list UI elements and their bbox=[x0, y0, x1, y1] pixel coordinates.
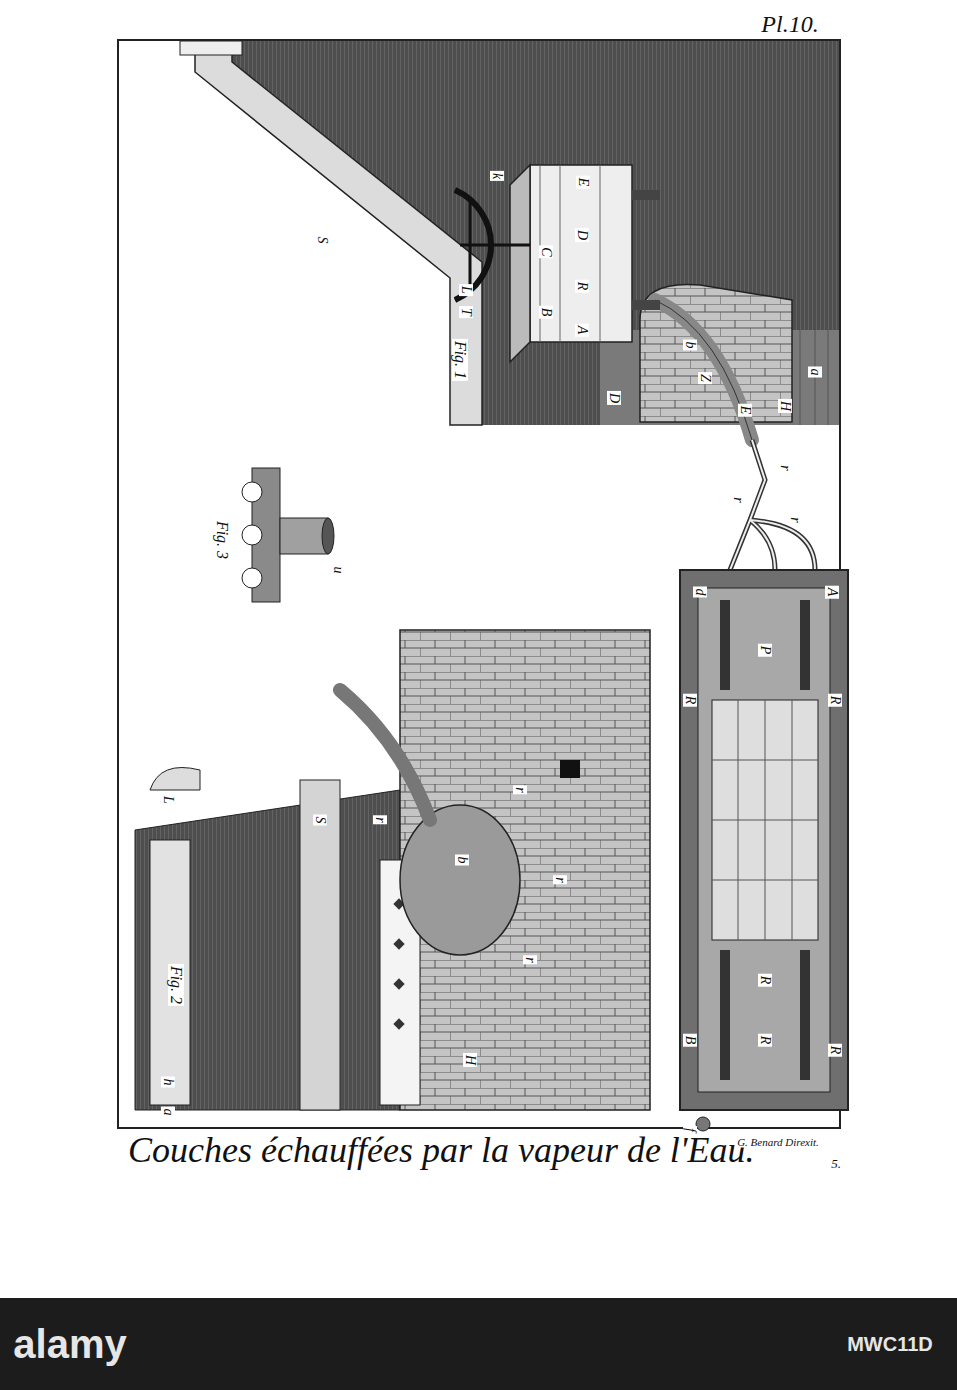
callout-letter: L bbox=[459, 284, 473, 296]
callout-letter: r bbox=[778, 463, 792, 472]
callout-letter: A bbox=[825, 586, 839, 599]
callout-letter: r bbox=[553, 875, 567, 884]
callout-letter: S bbox=[313, 815, 327, 826]
callout-letter: A bbox=[575, 324, 589, 337]
boiler bbox=[400, 805, 520, 955]
callout-letter: r bbox=[788, 515, 802, 524]
callout-letter: Fig. 2 bbox=[168, 964, 184, 1006]
callout-letter: B bbox=[683, 1034, 697, 1047]
chimney-cap bbox=[180, 41, 242, 55]
callout-letter: R bbox=[575, 280, 589, 293]
flue bbox=[195, 41, 482, 425]
plate-title: Couches échauffées par la vapeur de l'Ea… bbox=[128, 1131, 755, 1171]
gear bbox=[455, 190, 530, 300]
callout-letter: D bbox=[575, 228, 589, 242]
callout-letter: b bbox=[455, 855, 469, 866]
watermark: alamy bbox=[11, 1324, 128, 1364]
watermark: MWC11D bbox=[845, 1334, 935, 1354]
callout-letter: r bbox=[513, 785, 527, 794]
callout-letter: H bbox=[778, 399, 792, 413]
callout-letter: R bbox=[828, 1044, 842, 1057]
callout-letter: R bbox=[683, 694, 697, 707]
pipe-joint bbox=[242, 468, 334, 602]
glazing bbox=[712, 700, 818, 940]
callout-letter: h bbox=[161, 1077, 175, 1088]
trough bbox=[530, 165, 632, 342]
callout-letter: Fig. 3 bbox=[214, 519, 230, 561]
steam-pipes bbox=[730, 440, 815, 570]
callout-letter: a bbox=[161, 1107, 175, 1118]
callout-letter: R bbox=[758, 1034, 772, 1047]
callout-letter: a bbox=[808, 367, 822, 378]
callout-letter: r bbox=[731, 495, 745, 504]
callout-letter: b bbox=[683, 340, 697, 351]
plate-note: Pl.10. bbox=[759, 12, 820, 36]
hotbed-frame bbox=[680, 570, 848, 1110]
callout-letter: L bbox=[161, 794, 175, 806]
callout-letter: T bbox=[459, 306, 473, 318]
callout-letter: d bbox=[693, 587, 707, 598]
callout-letter: k bbox=[490, 171, 504, 181]
callout-letter: R bbox=[758, 974, 772, 987]
callout-letter: Z bbox=[698, 372, 712, 384]
callout-letter: S bbox=[315, 235, 329, 246]
callout-letter: r bbox=[523, 955, 537, 964]
callout-letter: u bbox=[331, 565, 345, 576]
plate-note: 5. bbox=[829, 1157, 843, 1170]
spout bbox=[655, 300, 752, 440]
callout-letter: B bbox=[539, 306, 553, 319]
callout-letter: E bbox=[738, 404, 752, 417]
callout-letter: D bbox=[607, 391, 621, 405]
callout-letter: E bbox=[576, 176, 590, 189]
wall bbox=[232, 41, 839, 425]
callout-letter: R bbox=[828, 694, 842, 707]
plate-note: G. Benard Direxit. bbox=[735, 1137, 821, 1148]
callout-letter: H bbox=[463, 1053, 477, 1067]
callout-letter: C bbox=[539, 245, 553, 258]
callout-letter: f bbox=[683, 1126, 697, 1134]
callout-letter: Fig. 1 bbox=[452, 339, 468, 381]
callout-letter: P bbox=[758, 644, 772, 657]
furnace-wall bbox=[135, 790, 400, 1110]
callout-letter: r bbox=[373, 815, 387, 824]
watermark-bar bbox=[0, 1298, 957, 1390]
brick-furnace bbox=[400, 630, 650, 1110]
